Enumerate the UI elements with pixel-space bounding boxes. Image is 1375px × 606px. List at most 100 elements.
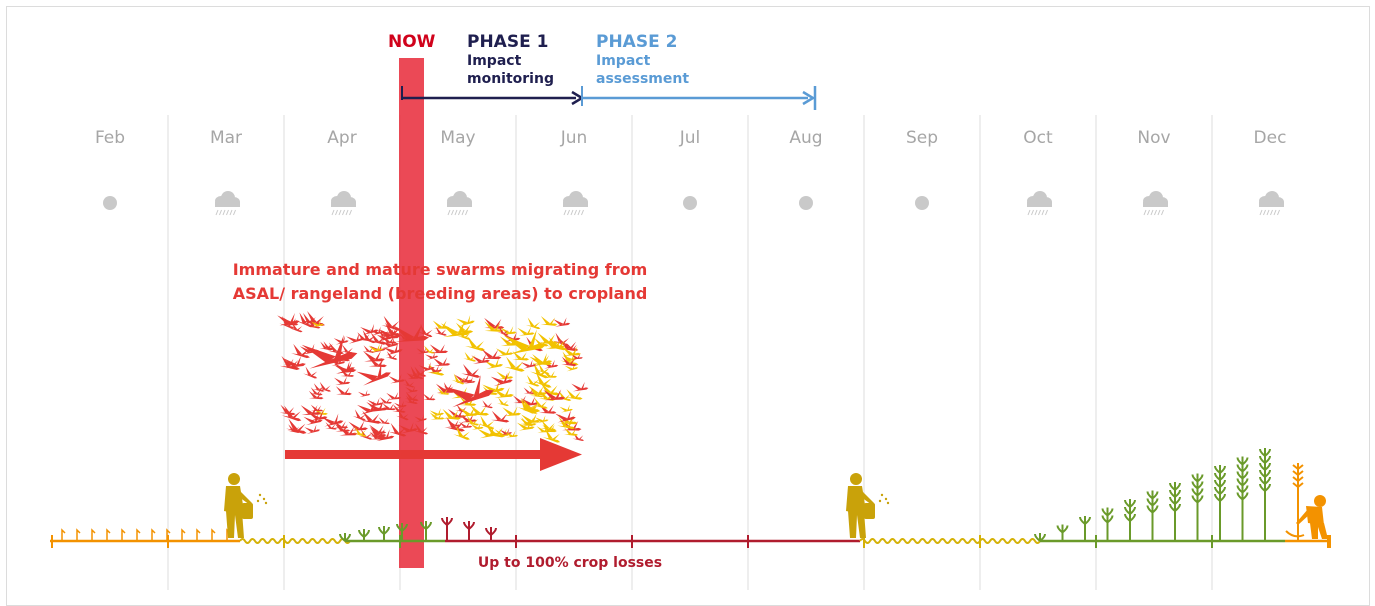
now-label: NOW xyxy=(388,32,436,52)
rain-cloud-icon xyxy=(1027,191,1052,216)
locust-icon xyxy=(453,425,470,440)
locust-icon xyxy=(281,405,302,422)
locust-icon xyxy=(484,317,505,329)
dry-season-dot-icon xyxy=(799,196,813,210)
month-label: Nov xyxy=(1137,128,1171,148)
month-label: May xyxy=(440,128,476,148)
locust-icon xyxy=(381,315,401,331)
month-label: Aug xyxy=(789,128,823,148)
month-label: Jul xyxy=(679,128,701,148)
locust-icon xyxy=(378,417,390,425)
locust-icon xyxy=(318,381,332,392)
dry-season-dot-icon xyxy=(103,196,117,210)
stubble-icon xyxy=(166,528,171,541)
locust-icon xyxy=(403,378,415,388)
locust-icon xyxy=(373,429,395,442)
dry-season-dot-icon xyxy=(683,196,697,210)
locust-icon xyxy=(559,404,573,413)
damaged-crop-icon xyxy=(463,521,475,541)
locust-icon xyxy=(502,406,522,417)
locust-icon xyxy=(563,427,579,436)
crop-plant-icon xyxy=(1056,524,1069,541)
locust-icon xyxy=(461,364,481,378)
farmer-sowing-icon xyxy=(224,473,268,538)
month-label: Jun xyxy=(560,128,588,148)
locust-icon xyxy=(322,341,334,350)
locust-icon xyxy=(565,389,583,400)
locust-icon xyxy=(408,366,424,380)
locust-icon xyxy=(465,335,486,351)
sprout-icon xyxy=(358,529,370,541)
sprout-icon xyxy=(339,533,351,542)
rain-cloud-icon xyxy=(1259,191,1284,216)
locust-icon xyxy=(553,317,571,327)
locust-icon xyxy=(495,346,514,357)
locust-icon xyxy=(304,424,321,434)
damaged-crop-icon xyxy=(485,527,497,541)
stubble-icon xyxy=(61,528,66,541)
locust-icon xyxy=(491,410,510,423)
locust-icon xyxy=(451,373,465,385)
locust-icon xyxy=(358,428,373,440)
crop-plant-icon xyxy=(1101,507,1114,541)
stubble-icon xyxy=(196,528,201,541)
phase2-title: PHASE 2 xyxy=(596,32,678,52)
locust-icon xyxy=(465,415,480,426)
locust-icon xyxy=(537,332,558,345)
stubble-icon xyxy=(76,528,81,541)
locust-icon xyxy=(440,321,471,338)
locust-icon xyxy=(333,376,351,386)
locust-icon xyxy=(562,346,581,356)
month-label: Mar xyxy=(209,128,243,148)
locust-icon xyxy=(543,370,558,378)
stubble-icon xyxy=(91,528,96,541)
locust-icon xyxy=(504,356,525,372)
locust-icon xyxy=(392,404,406,413)
phase1-title: PHASE 1 xyxy=(467,32,549,52)
crop-plant-icon xyxy=(1146,490,1159,541)
locust-icon xyxy=(352,409,367,421)
migration-arrow-shaft xyxy=(285,450,545,459)
locust-icon xyxy=(490,372,513,387)
crop-plant-icon xyxy=(1259,448,1271,541)
locust-icon xyxy=(520,398,541,413)
locust-icon xyxy=(290,322,303,333)
locust-icon xyxy=(357,400,380,415)
locust-icon xyxy=(388,422,407,437)
locust-icon xyxy=(335,386,352,396)
locust-icon xyxy=(353,426,367,437)
locust-icon xyxy=(503,329,547,355)
locust-icon xyxy=(557,390,572,402)
second-sowing-line xyxy=(859,538,1041,544)
swarm-migration-note: Immature and mature swarms migrating fro… xyxy=(232,260,648,303)
now-marker-bar xyxy=(399,58,424,568)
rain-cloud-icon xyxy=(563,191,588,216)
phase1-subtitle: Impact monitoring xyxy=(467,53,554,87)
stubble-icon xyxy=(136,528,141,541)
month-label: Sep xyxy=(905,128,939,148)
locust-icon xyxy=(561,356,577,367)
month-label: Apr xyxy=(327,128,357,148)
locust-icon xyxy=(301,312,317,325)
crop-plant-icon xyxy=(1191,473,1204,541)
locust-icon xyxy=(429,408,445,417)
phase2-subtitle: Impact assessment xyxy=(596,53,690,87)
locust-icon xyxy=(434,326,447,336)
rain-cloud-icon xyxy=(215,191,240,216)
locust-icon xyxy=(312,383,325,392)
stubble-icon xyxy=(106,528,111,541)
locust-icon xyxy=(540,315,558,326)
locust-icon xyxy=(530,389,544,398)
locust-icon xyxy=(477,415,495,430)
damaged-crop-icon xyxy=(441,517,453,541)
rain-cloud-icon xyxy=(331,191,356,216)
locust-icon xyxy=(485,424,506,438)
farmer-sowing-icon xyxy=(846,473,890,538)
crop-plant-icon xyxy=(1236,456,1249,541)
rain-cloud-icon xyxy=(1143,191,1168,216)
crop-plant-icon xyxy=(1124,499,1136,541)
locust-icon xyxy=(385,351,398,360)
locust-icon xyxy=(356,332,372,342)
locust-icon xyxy=(571,381,589,392)
locust-icon xyxy=(303,366,318,379)
